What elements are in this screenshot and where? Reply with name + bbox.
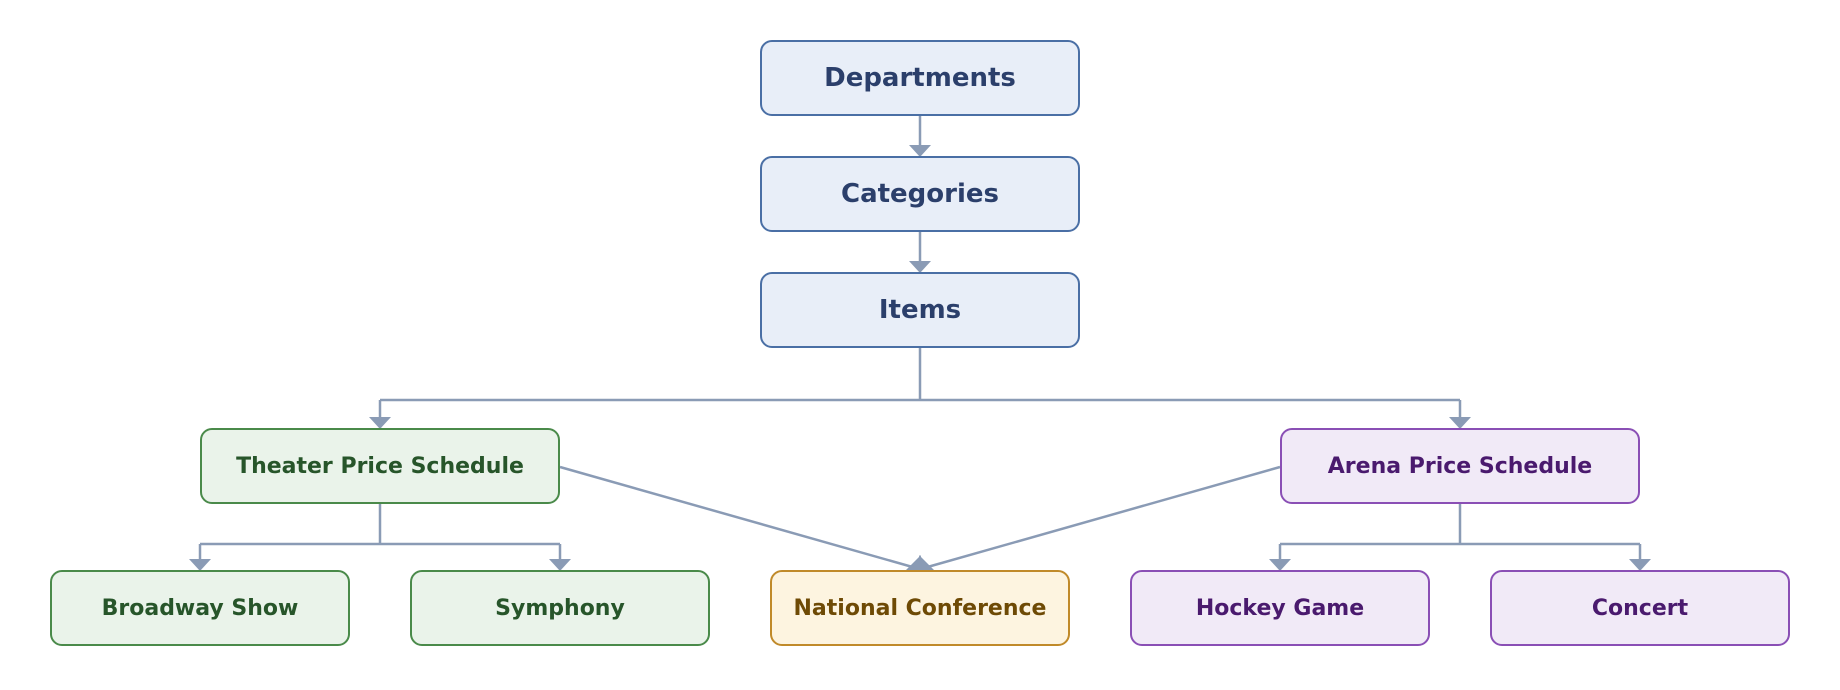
node-symphony-label: Symphony <box>495 595 625 621</box>
edge-arena-national <box>923 465 1281 570</box>
node-concert: Concert <box>1490 570 1790 646</box>
arrow-hockey <box>1269 559 1291 571</box>
arrow-arena <box>1449 417 1471 429</box>
arrow-national-left <box>906 555 921 571</box>
node-broadway-label: Broadway Show <box>101 595 299 621</box>
node-theater-price-schedule: Theater Price Schedule <box>200 428 560 504</box>
node-national-label: National Conference <box>793 595 1047 621</box>
arrow-symphony <box>549 559 571 571</box>
node-categories-label: Categories <box>840 179 999 209</box>
node-hockey-label: Hockey Game <box>1195 595 1365 621</box>
node-items-label: Items <box>878 295 962 325</box>
node-arena-label: Arena Price Schedule <box>1327 453 1593 479</box>
arrow-categories <box>909 145 931 157</box>
node-categories: Categories <box>760 156 1080 232</box>
node-concert-label: Concert <box>1591 595 1689 621</box>
node-arena-price-schedule: Arena Price Schedule <box>1280 428 1640 504</box>
arrow-concert <box>1629 559 1651 571</box>
node-theater-label: Theater Price Schedule <box>236 453 524 479</box>
node-departments-label: Departments <box>824 63 1016 93</box>
arrow-items <box>909 261 931 273</box>
arrow-national-right <box>919 555 934 571</box>
node-broadway-show: Broadway Show <box>50 570 350 646</box>
arrow-broadway <box>189 559 211 571</box>
arrow-theater <box>369 417 391 429</box>
node-symphony: Symphony <box>410 570 710 646</box>
edge-arena-branch <box>1278 504 1642 560</box>
edge-theater-national <box>559 465 917 570</box>
node-departments: Departments <box>760 40 1080 116</box>
edge-theater-branch <box>198 504 562 560</box>
node-items: Items <box>760 272 1080 348</box>
edge-items-branch <box>378 348 1462 418</box>
node-hockey-game: Hockey Game <box>1130 570 1430 646</box>
node-national-conference: National Conference <box>770 570 1070 646</box>
